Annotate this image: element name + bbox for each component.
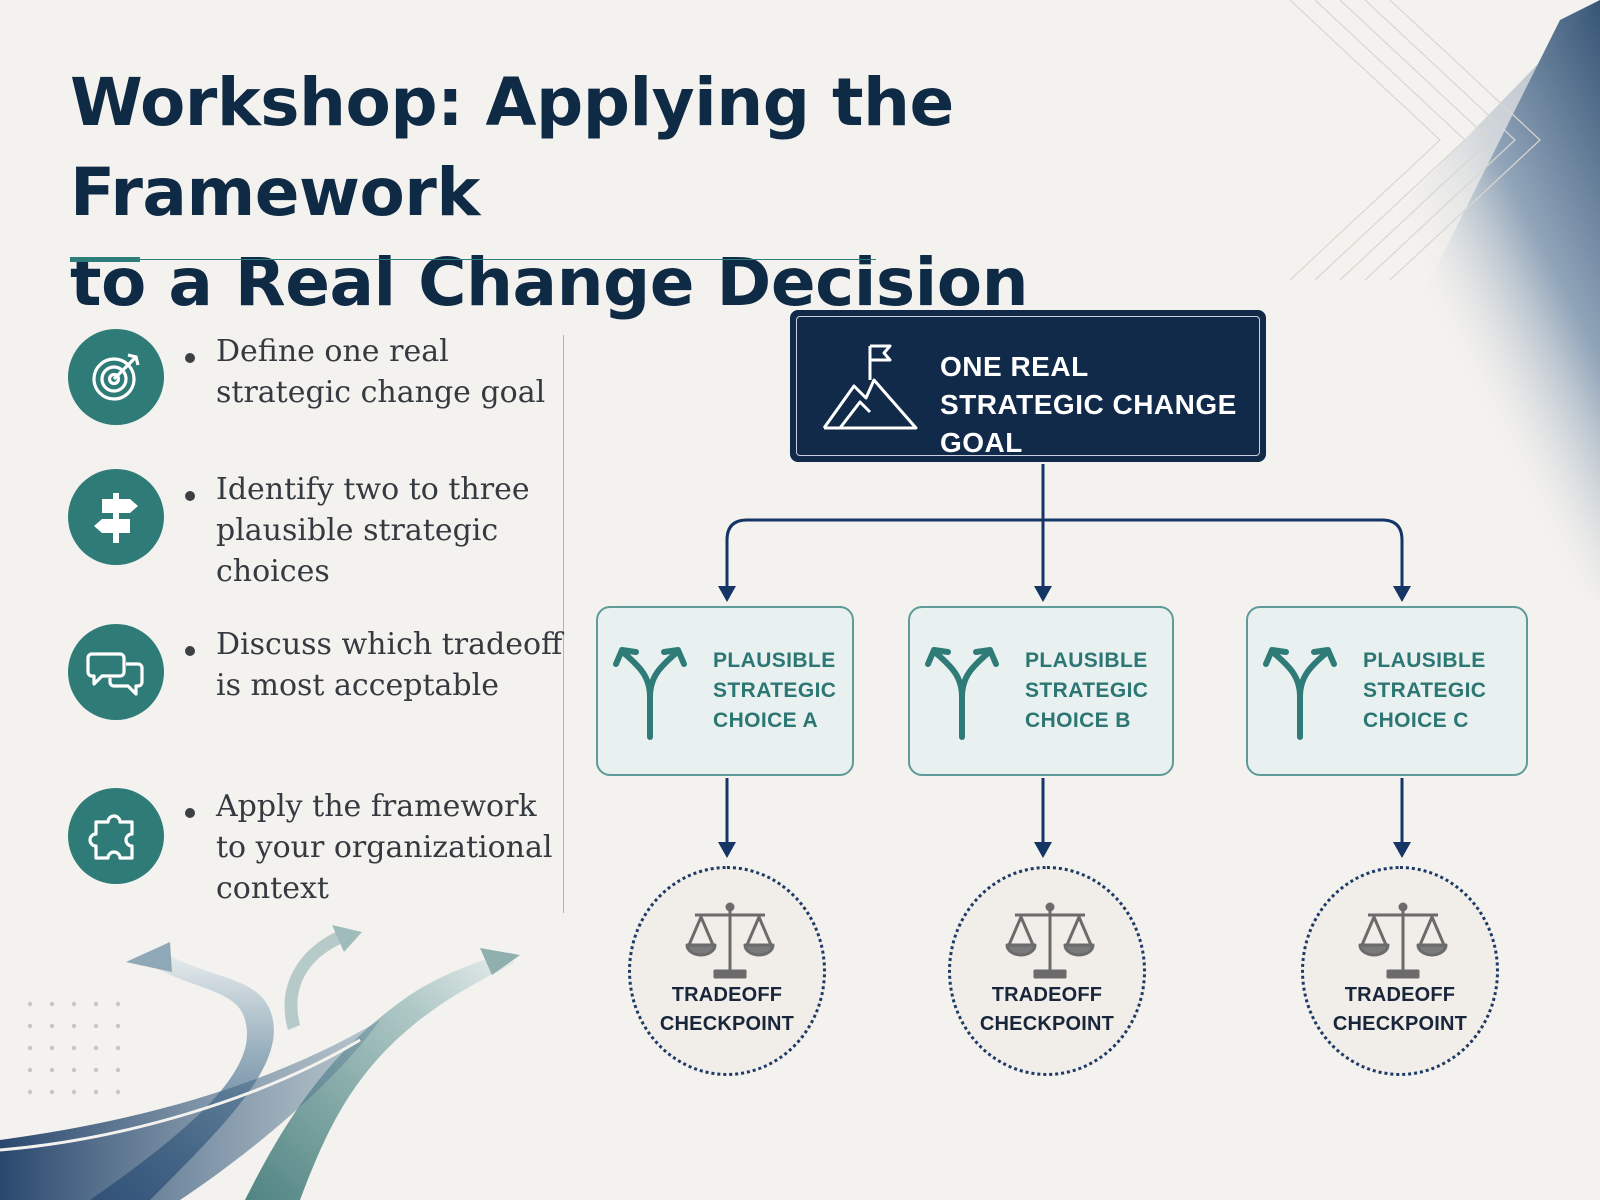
- choice-box-a: PLAUSIBLE STRATEGIC CHOICE A: [596, 606, 854, 776]
- bullet-text: Identify two to three plausible strategi…: [216, 472, 530, 589]
- tradeoff-checkpoint-a: TRADEOFF CHECKPOINT: [628, 866, 826, 1076]
- goal-box: ONE REAL STRATEGIC CHANGE GOAL: [790, 310, 1266, 462]
- puzzle-piece-icon: [68, 788, 164, 884]
- mountain-flag-icon: [822, 344, 918, 430]
- fork-arrow-icon: [1263, 647, 1337, 740]
- balance-scale-icon: [685, 902, 775, 979]
- bullet-text: Define one real strategic change goal: [216, 334, 546, 410]
- target-icon: [68, 329, 164, 425]
- fork-arrow-icon: [613, 647, 687, 740]
- chat-bubbles-icon: [68, 624, 164, 720]
- signpost-icon: [68, 469, 164, 565]
- title-underline-accent: [70, 257, 140, 262]
- bullet-marker: [185, 808, 195, 818]
- bullet-marker: [185, 353, 195, 363]
- choice-label: PLAUSIBLE STRATEGIC CHOICE A: [713, 649, 837, 732]
- fork-arrow-icon: [925, 647, 999, 740]
- goal-box-border: [796, 316, 1260, 456]
- bullet-text: Discuss which tradeoff is most acceptabl…: [216, 627, 563, 703]
- checkpoint-label: TRADEOFF CHECKPOINT: [979, 984, 1115, 1035]
- title-line-2: to a Real Change Decision: [70, 244, 1029, 321]
- choice-box-b: PLAUSIBLE STRATEGIC CHOICE B: [908, 606, 1174, 776]
- page-title: Workshop: Applying the Framework to a Re…: [70, 58, 1330, 328]
- title-underline: [70, 259, 876, 260]
- checkpoint-label: TRADEOFF CHECKPOINT: [659, 984, 795, 1035]
- tradeoff-checkpoint-b: TRADEOFF CHECKPOINT: [948, 866, 1146, 1076]
- bullet-text: Apply the framework to your organization…: [216, 789, 553, 906]
- choice-label: PLAUSIBLE STRATEGIC CHOICE C: [1363, 649, 1487, 732]
- balance-scale-icon: [1358, 902, 1448, 979]
- bullet-marker: [185, 646, 195, 656]
- tradeoff-checkpoint-c: TRADEOFF CHECKPOINT: [1301, 866, 1499, 1076]
- choice-label: PLAUSIBLE STRATEGIC CHOICE B: [1025, 649, 1149, 732]
- column-divider: [563, 335, 564, 913]
- choice-box-c: PLAUSIBLE STRATEGIC CHOICE C: [1246, 606, 1528, 776]
- bullet-marker: [185, 491, 195, 501]
- title-line-1: Workshop: Applying the Framework: [70, 64, 954, 231]
- goal-label: ONE REAL STRATEGIC CHANGE GOAL: [940, 351, 1237, 458]
- balance-scale-icon: [1005, 902, 1095, 979]
- checkpoint-label: TRADEOFF CHECKPOINT: [1332, 984, 1468, 1035]
